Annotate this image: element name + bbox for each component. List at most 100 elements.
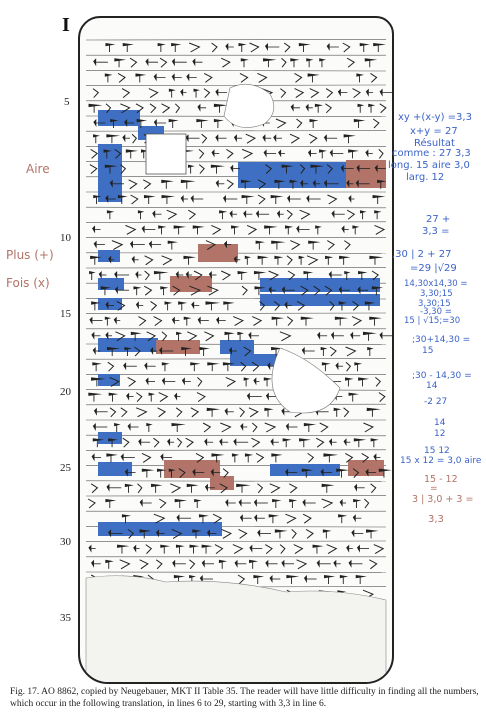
wedge-mark — [293, 544, 304, 555]
wedge-mark — [158, 225, 167, 229]
wedge-mark — [111, 240, 124, 251]
wedge-mark — [290, 58, 300, 62]
wedge-mark — [238, 499, 242, 507]
ruling-line — [85, 39, 387, 41]
wedge-mark — [142, 179, 152, 190]
wedge-mark — [244, 255, 252, 260]
wedge-mark — [188, 42, 201, 53]
wedge-mark — [215, 88, 219, 97]
wedge-mark — [251, 422, 258, 433]
wedge-mark — [374, 210, 382, 214]
wedge-mark — [322, 529, 332, 533]
wedge-mark — [231, 453, 240, 457]
wedge-mark — [127, 423, 131, 431]
wedge-mark — [127, 376, 137, 387]
wedge-mark — [225, 376, 237, 387]
wedge-mark — [259, 301, 266, 311]
wedge-mark — [317, 331, 321, 340]
ruling-line — [85, 449, 387, 451]
wedge-mark — [372, 195, 386, 199]
wedge-mark — [348, 195, 352, 203]
wedge-mark — [268, 286, 272, 295]
wedge-mark — [327, 240, 335, 250]
wedge-mark — [286, 255, 293, 266]
wedge-mark — [187, 331, 198, 342]
wedge-mark — [144, 270, 150, 281]
wedge-mark — [212, 513, 223, 524]
wedge-mark — [257, 529, 261, 538]
wedge-mark — [189, 559, 196, 570]
wedge-mark — [167, 240, 178, 244]
ruling-line — [85, 389, 387, 391]
wedge-mark — [173, 575, 186, 579]
wedge-mark — [371, 286, 384, 290]
wedge-mark — [135, 103, 144, 114]
wedge-mark — [93, 407, 97, 416]
wedge-mark — [108, 438, 118, 442]
wedge-mark — [294, 88, 305, 99]
wedge-mark — [289, 179, 298, 184]
wedge-mark — [193, 88, 200, 92]
wedge-mark — [305, 103, 309, 112]
cuneiform-drawing — [85, 39, 392, 682]
wedge-mark — [205, 240, 217, 251]
wedge-mark — [105, 195, 109, 203]
wedge-mark — [222, 362, 236, 366]
wedge-mark — [275, 118, 287, 129]
wedge-mark — [251, 437, 261, 448]
wedge-mark — [153, 316, 163, 327]
wedge-mark — [170, 483, 182, 494]
wedge-mark — [90, 148, 99, 159]
wedge-mark — [309, 88, 320, 99]
wedge-mark — [93, 240, 97, 249]
wedge-mark — [356, 73, 365, 77]
wedge-mark — [313, 285, 321, 296]
wedge-mark — [338, 514, 348, 518]
wedge-mark — [115, 331, 126, 342]
wedge-mark — [124, 119, 128, 127]
wedge-mark — [224, 407, 228, 416]
note-final-add: 3 | 3,0 + 3 = — [412, 494, 474, 505]
wedge-mark — [145, 377, 149, 386]
wedge-mark — [189, 544, 200, 548]
wedge-mark — [110, 119, 119, 123]
wedge-mark — [225, 499, 229, 507]
wedge-mark — [352, 88, 361, 98]
note-sum: x+y = 27 — [410, 126, 458, 137]
wedge-mark — [190, 407, 200, 418]
wedge-mark — [219, 483, 229, 494]
highlight-bar — [210, 476, 234, 490]
wedge-mark — [287, 270, 296, 281]
wedge-mark — [353, 499, 362, 503]
wedge-mark — [175, 544, 185, 548]
wedge-mark — [310, 164, 325, 168]
wedge-mark — [143, 195, 156, 199]
wedge-mark — [302, 499, 306, 507]
line-number-5: 5 — [64, 96, 70, 108]
note-larg: larg. 12 — [406, 172, 445, 183]
wedge-mark — [257, 483, 264, 494]
wedge-mark — [156, 529, 160, 538]
wedge-mark — [325, 103, 333, 114]
wedge-mark — [126, 392, 130, 401]
wedge-mark — [319, 422, 329, 433]
wedge-mark — [352, 300, 360, 311]
wedge-mark — [158, 498, 167, 509]
wedge-mark — [364, 301, 376, 305]
wedge-mark — [211, 42, 218, 53]
wedge-mark — [122, 437, 130, 448]
highlight-bar — [170, 276, 212, 292]
note-33-eq: 3,3 = — [422, 226, 450, 237]
highlight-bar — [348, 460, 384, 476]
wedge-mark — [255, 210, 259, 219]
wedge-mark — [378, 468, 392, 472]
highlight-bar — [98, 374, 120, 386]
wedge-mark — [351, 529, 355, 538]
wedge-mark — [171, 43, 182, 47]
wedge-mark — [253, 575, 265, 579]
wedge-mark — [215, 134, 219, 143]
wedge-mark — [144, 255, 154, 266]
wedge-mark — [92, 225, 96, 234]
wedge-mark — [211, 224, 222, 235]
wedge-mark — [343, 134, 356, 138]
